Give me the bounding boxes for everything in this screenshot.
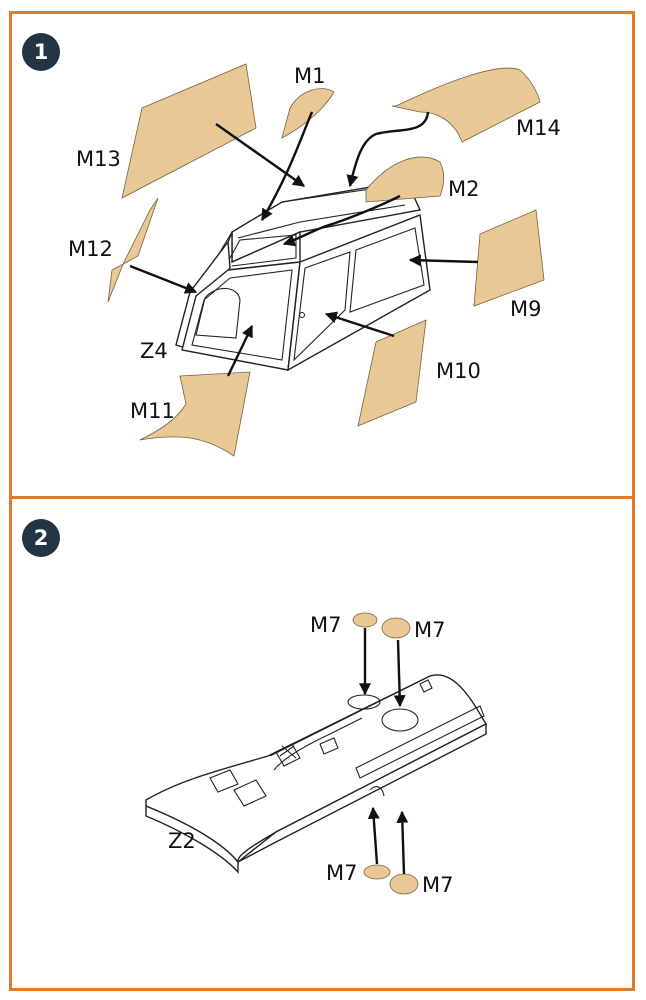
mask-m2 xyxy=(365,156,445,203)
label-m7-top-left: M7 xyxy=(310,613,341,637)
arrow-m11 xyxy=(226,324,254,377)
label-m14: M14 xyxy=(516,116,561,140)
arrow-m10 xyxy=(324,311,395,338)
mask-m10 xyxy=(357,319,427,427)
arrow-m7-top-right xyxy=(393,639,406,708)
label-m7-top-right: M7 xyxy=(414,618,445,642)
arrow-m12 xyxy=(129,264,198,294)
mask-m7-top-right xyxy=(381,617,411,639)
mask-m7-top-left xyxy=(352,612,378,628)
label-m7-bottom-left: M7 xyxy=(326,861,357,885)
mask-m7-bottom-left xyxy=(363,864,391,880)
step-2-panel: 2 xyxy=(9,496,635,991)
label-m1: M1 xyxy=(294,64,325,88)
canopy-z4 xyxy=(175,181,431,372)
label-m10: M10 xyxy=(436,359,481,383)
label-m7-bottom-right: M7 xyxy=(422,873,453,897)
arrow-m7-bottom-right xyxy=(396,810,409,875)
label-m11: M11 xyxy=(130,399,175,423)
step-1-number: 1 xyxy=(33,40,49,64)
mask-m11 xyxy=(139,371,251,457)
label-m13: M13 xyxy=(76,147,121,171)
label-z4: Z4 xyxy=(140,339,168,363)
arrow-m13 xyxy=(215,123,305,187)
label-m2: M2 xyxy=(448,177,479,201)
mask-m9 xyxy=(473,209,545,307)
mask-m7-bottom-right xyxy=(389,873,419,895)
mask-m1 xyxy=(281,88,335,139)
arrow-m7-bottom-left xyxy=(367,806,380,865)
arrow-m2 xyxy=(282,194,401,247)
step-2-number: 2 xyxy=(33,526,49,550)
label-z2: Z2 xyxy=(168,829,196,853)
floor-z2 xyxy=(145,674,487,874)
mask-m12 xyxy=(107,197,159,303)
step-1-badge: 1 xyxy=(22,33,60,71)
arrow-m1 xyxy=(260,111,314,222)
arrow-m14 xyxy=(346,111,430,188)
label-m9: M9 xyxy=(510,297,541,321)
arrow-m9 xyxy=(408,254,479,267)
label-m12: M12 xyxy=(68,237,113,261)
mask-m13 xyxy=(121,63,257,199)
step-2-badge: 2 xyxy=(22,519,60,557)
mask-m14 xyxy=(391,67,541,143)
